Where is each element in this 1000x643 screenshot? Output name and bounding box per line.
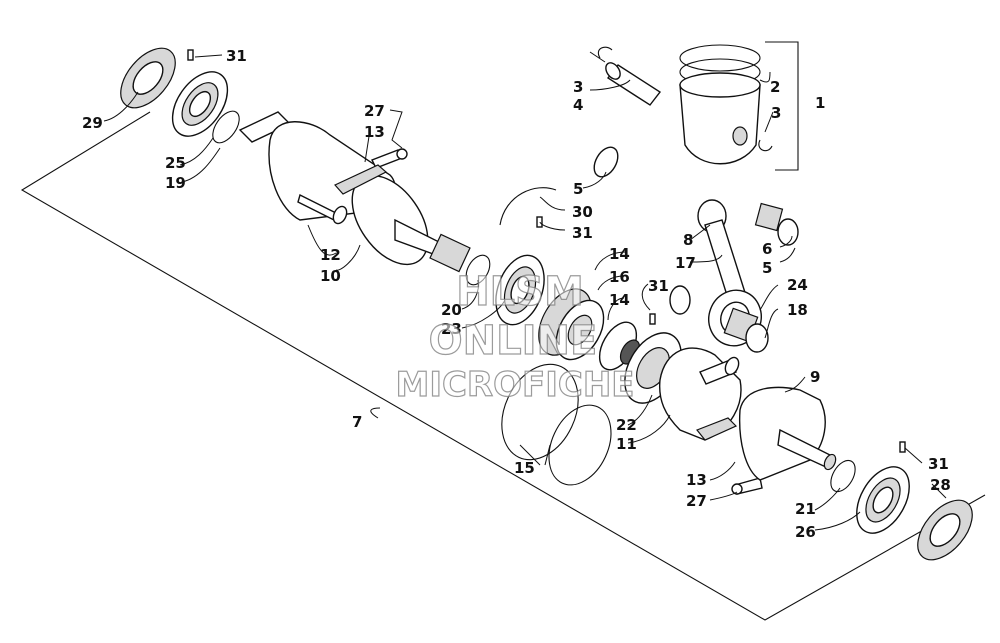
callout-19: 19 bbox=[165, 174, 186, 192]
thrust-washer-18 bbox=[745, 323, 769, 353]
bolt-lower bbox=[731, 477, 763, 495]
center-bearing bbox=[495, 254, 545, 326]
oil-seal-left bbox=[120, 47, 176, 109]
watermark: HLSM ONLINE MICROFICHE bbox=[395, 268, 635, 405]
dowel-pin-top-left bbox=[187, 49, 194, 61]
watermark-line3: MICROFICHE bbox=[395, 365, 634, 405]
callout-12: 12 bbox=[320, 246, 341, 264]
piston-group-bracket bbox=[765, 41, 799, 171]
callout-20: 20 bbox=[441, 301, 462, 319]
callout-3b: 3 bbox=[771, 104, 781, 122]
callout-2: 2 bbox=[770, 78, 780, 96]
callout-6: 6 bbox=[762, 240, 772, 258]
callout-18: 18 bbox=[787, 301, 808, 319]
callout-31a: 31 bbox=[226, 47, 247, 65]
callout-26: 26 bbox=[795, 523, 816, 541]
callout-11: 11 bbox=[616, 435, 637, 453]
large-ring-b bbox=[548, 404, 612, 486]
callout-31d: 31 bbox=[928, 455, 949, 473]
callout-13b: 13 bbox=[686, 471, 707, 489]
thrust-washer-6 bbox=[777, 218, 799, 246]
callout-3a: 3 bbox=[573, 78, 583, 96]
callout-8: 8 bbox=[683, 231, 693, 249]
callout-5a: 5 bbox=[573, 180, 583, 198]
bolt-upper bbox=[371, 148, 408, 169]
callout-21: 21 bbox=[795, 500, 816, 518]
callout-4: 4 bbox=[573, 96, 583, 114]
crankshaft-right-end bbox=[738, 386, 837, 481]
callout-9: 9 bbox=[810, 368, 820, 386]
callout-27b: 27 bbox=[686, 492, 707, 510]
watermark-line1: HLSM bbox=[456, 269, 584, 315]
callout-5b: 5 bbox=[762, 259, 772, 277]
callout-22: 22 bbox=[616, 416, 637, 434]
shim-upper bbox=[334, 164, 388, 195]
circlip bbox=[499, 187, 557, 226]
crankshaft-left-half bbox=[238, 111, 471, 273]
ring-center-left bbox=[465, 254, 491, 286]
callout-13a: 13 bbox=[364, 123, 385, 141]
callout-27a: 27 bbox=[364, 102, 385, 120]
callout-31c: 31 bbox=[648, 277, 669, 295]
callout-28: 28 bbox=[930, 476, 951, 494]
callout-25: 25 bbox=[165, 154, 186, 172]
watermark-line2: ONLINE bbox=[429, 318, 598, 364]
piston-pin-clip-right bbox=[758, 139, 773, 152]
oil-seal-right bbox=[917, 499, 973, 561]
callout-10: 10 bbox=[320, 267, 341, 285]
callout-24: 24 bbox=[787, 276, 808, 294]
callout-31b: 31 bbox=[572, 224, 593, 242]
dowel-pin-right bbox=[899, 441, 906, 453]
large-ring-a bbox=[501, 363, 579, 461]
shim-lower bbox=[696, 417, 738, 441]
callout-1: 1 bbox=[815, 94, 825, 112]
snap-ring-left bbox=[212, 110, 240, 144]
crankshaft-right-half bbox=[658, 347, 742, 441]
callout-30: 30 bbox=[572, 203, 593, 221]
thrust-washer-upper bbox=[593, 146, 619, 178]
callout-labels: 1 2 3 3 4 5 5 6 7 8 9 10 11 12 13 13 14 … bbox=[82, 47, 951, 541]
main-bearing-left bbox=[171, 71, 229, 137]
leader-lines bbox=[103, 51, 947, 531]
dowel-pin-right-center bbox=[649, 313, 656, 325]
piston bbox=[679, 44, 761, 165]
labyrinth-seal bbox=[538, 288, 605, 361]
callout-7: 7 bbox=[352, 413, 362, 431]
assembly-outline bbox=[20, 111, 986, 621]
callout-14a: 14 bbox=[609, 245, 630, 263]
main-bearing-right bbox=[856, 466, 910, 534]
small-end-bearing bbox=[754, 202, 784, 232]
callout-23: 23 bbox=[441, 320, 462, 338]
callout-17: 17 bbox=[675, 254, 696, 272]
callout-16: 16 bbox=[609, 268, 630, 286]
piston-pin-clip-left bbox=[597, 46, 613, 59]
callout-14b: 14 bbox=[609, 291, 630, 309]
snap-ring-right bbox=[830, 459, 856, 493]
piston-pin bbox=[605, 62, 662, 106]
callout-15: 15 bbox=[514, 459, 535, 477]
thrust-washer-17 bbox=[669, 285, 691, 315]
callout-29: 29 bbox=[82, 114, 103, 132]
